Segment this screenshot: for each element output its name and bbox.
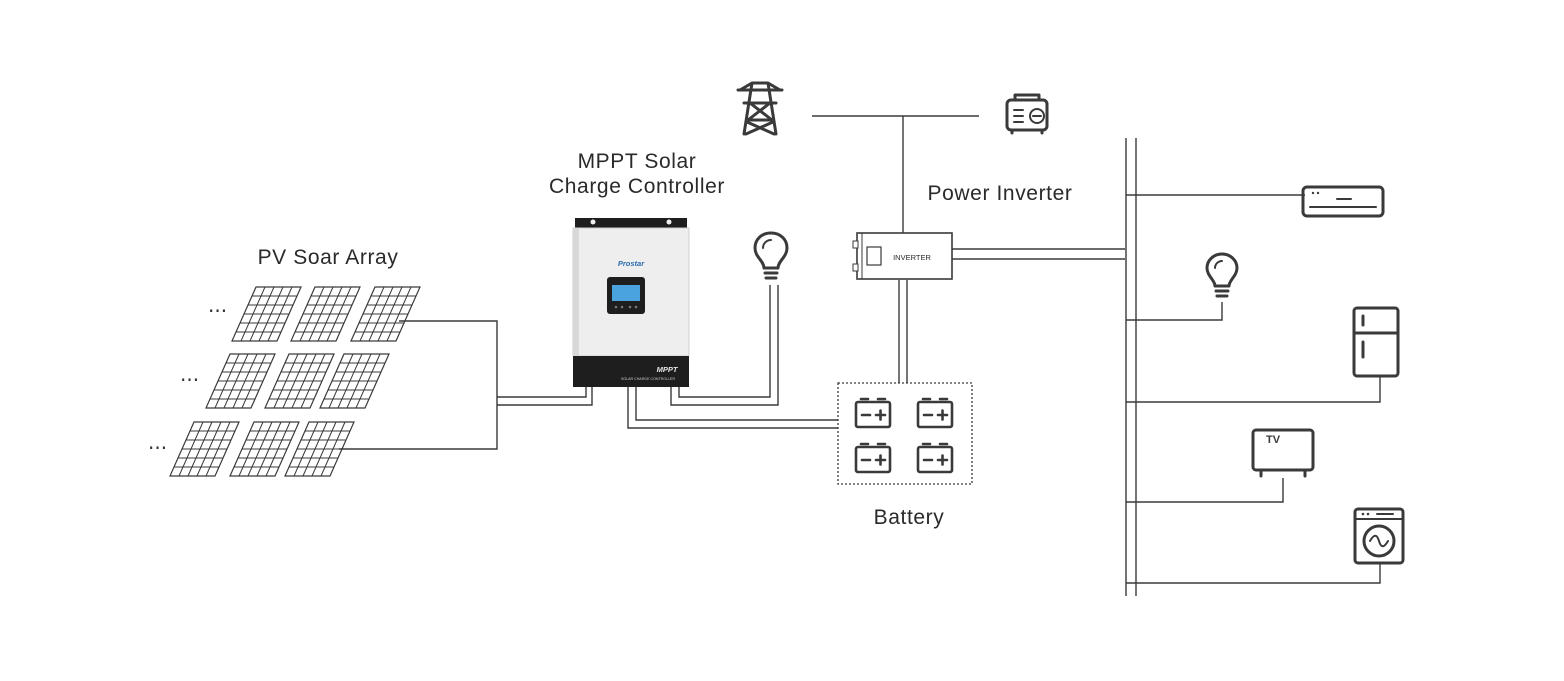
battery-icon <box>916 442 954 474</box>
battery-icon <box>854 397 892 429</box>
washing-machine-icon <box>1353 507 1405 565</box>
wire-pv-to-controller-b <box>497 387 593 406</box>
inverter-device-label: INVERTER <box>893 253 931 262</box>
controller-badge: MPPT <box>657 365 679 374</box>
solar-panel-icon <box>169 421 240 477</box>
light-bulb-icon <box>753 231 789 280</box>
solar-panel-icon <box>290 286 361 342</box>
solar-panel-icon <box>205 353 276 409</box>
solar-panel-icon <box>231 286 302 342</box>
transmission-tower-icon <box>736 81 784 136</box>
tv-text: TV <box>1266 434 1281 446</box>
inverter-label: Power Inverter <box>928 182 1073 205</box>
ellipsis-row-3: ... <box>148 430 167 454</box>
wire-pv-main <box>339 320 498 450</box>
light-bulb-icon <box>1205 252 1239 298</box>
ellipsis-row-1: ... <box>208 293 227 317</box>
ellipsis-row-2: ... <box>180 362 199 386</box>
solar-panel-icon <box>350 286 421 342</box>
wire-controller-battery-a <box>627 387 838 429</box>
controller-display-screen <box>612 285 640 301</box>
controller-brand: Prostar <box>618 259 645 268</box>
battery-label: Battery <box>874 506 945 529</box>
branch-television <box>1126 478 1284 503</box>
generator-icon <box>1005 93 1049 135</box>
wire-controller-bulb-a <box>670 285 779 406</box>
power-inverter-device: INVERTER <box>852 232 953 280</box>
pv-array-label: PV Soar Array <box>258 246 399 269</box>
battery-icon <box>854 442 892 474</box>
television-icon: TV <box>1251 428 1315 478</box>
solar-panel-icon <box>284 421 355 477</box>
wire-controller-bulb-b <box>678 285 771 398</box>
refrigerator-icon <box>1352 306 1400 378</box>
branch-washing-machine <box>1126 563 1381 584</box>
mppt-controller-device: Prostar MPPT SOLAR CHARGE CONTROLLER <box>572 218 690 387</box>
wiring <box>339 115 1381 596</box>
controller-base <box>573 356 689 387</box>
wire-controller-battery-b <box>635 387 838 421</box>
air-conditioner-icon <box>1301 185 1385 218</box>
controller-caption: SOLAR CHARGE CONTROLLER <box>621 377 676 381</box>
solar-panel-icon <box>319 353 390 409</box>
branch-bulb <box>1126 302 1223 321</box>
battery-bank-frame <box>837 382 973 485</box>
pv-panel-group <box>169 286 421 477</box>
solar-panel-icon <box>229 421 300 477</box>
controller-label-line2: Charge Controller <box>549 175 725 198</box>
solar-panel-icon <box>264 353 335 409</box>
wire-pv-to-controller-a <box>497 387 587 398</box>
branch-refrigerator <box>1126 377 1381 403</box>
battery-bank <box>837 382 973 485</box>
controller-top-cap <box>575 218 687 230</box>
controller-label-line1: MPPT Solar <box>578 150 697 173</box>
battery-icon <box>916 397 954 429</box>
